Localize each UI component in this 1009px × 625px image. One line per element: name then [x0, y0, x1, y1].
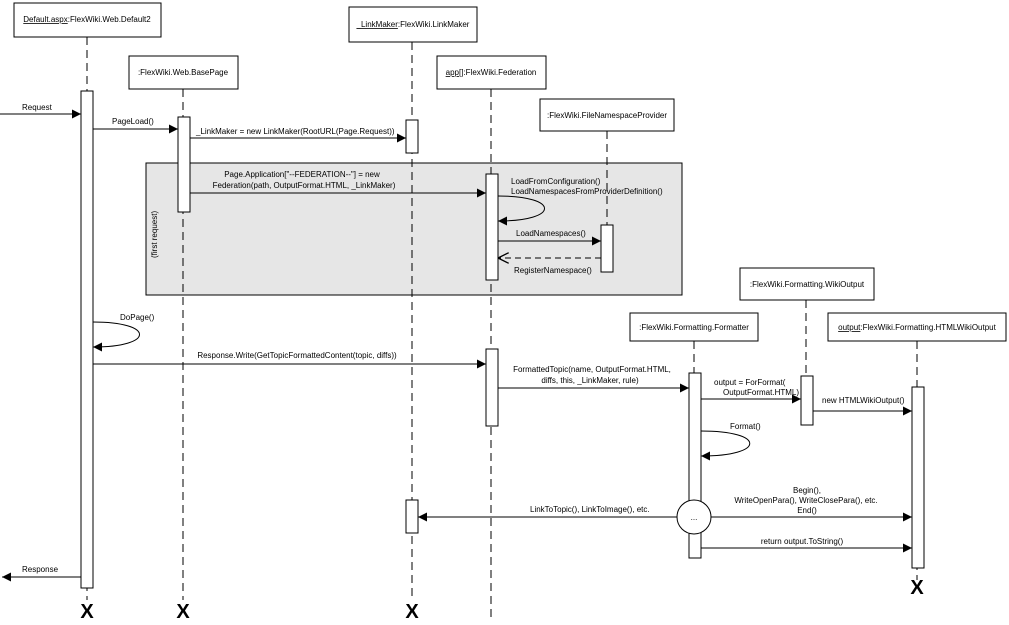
activation-htmloutput	[911, 386, 925, 569]
message-pageload: PageLoad()	[93, 117, 178, 134]
message-return-output-label: return output.ToString()	[761, 537, 844, 546]
participant-default2-type: :FlexWiki.Web.Default2	[68, 15, 152, 24]
svg-text:Default.aspx:FlexWiki.Web.Defa: Default.aspx:FlexWiki.Web.Default2	[23, 15, 151, 24]
message-link-to-topic: LinkToTopic(), LinkToImage(), etc.	[418, 505, 677, 522]
message-formatted-topic-label-1: FormattedTopic(name, OutputFormat.HTML,	[513, 365, 671, 374]
message-return-output: return output.ToString()	[701, 537, 912, 553]
participant-wikioutput: :FlexWiki.Formatting.WikiOutput	[739, 267, 875, 301]
message-response-write-label: Response.Write(GetTopicFormattedContent(…	[197, 351, 397, 360]
message-formatted-topic: FormattedTopic(name, OutputFormat.HTML, …	[498, 365, 689, 393]
message-request: Request	[0, 103, 81, 119]
message-load-configuration-label: LoadFromConfiguration()	[511, 177, 601, 186]
svg-text::FlexWiki.FileNamespaceProvide: :FlexWiki.FileNamespaceProvider	[547, 111, 667, 120]
activation-fileprovider	[600, 224, 614, 273]
message-request-label: Request	[22, 103, 53, 112]
message-load-configuration: LoadFromConfiguration() LoadNamespacesFr…	[497, 177, 663, 226]
participant-federation-type: :FlexWiki.Federation	[463, 68, 536, 77]
svg-text::FlexWiki.Formatting.WikiOutpu: :FlexWiki.Formatting.WikiOutput	[750, 280, 865, 289]
message-load-namespaces-label: LoadNamespaces()	[516, 229, 586, 238]
message-begin: Begin(), WriteOpenPara(), WriteClosePara…	[711, 486, 912, 522]
participant-fileprovider-type: :FlexWiki.FileNamespaceProvider	[547, 111, 667, 120]
participant-federation-instance: app[]	[446, 68, 464, 77]
participant-htmloutput-instance: output	[838, 323, 861, 332]
participant-federation: app[]:FlexWiki.Federation	[436, 55, 547, 90]
destroy-default2: X	[80, 601, 94, 623]
message-for-format: output = ForFormat( OutputFormat.HTML)	[701, 378, 801, 404]
activation-federation-2	[485, 348, 499, 427]
message-response: Response	[2, 565, 81, 582]
activation-federation-1	[485, 173, 499, 281]
participant-linkmaker-type: :FlexWiki.LinkMaker	[398, 20, 470, 29]
message-begin-label-1: Begin(),	[793, 486, 821, 495]
message-begin-label-3: End()	[797, 506, 817, 515]
message-dopage: DoPage()	[92, 313, 155, 352]
participant-htmloutput: output:FlexWiki.Formatting.HTMLWikiOutpu…	[827, 312, 1007, 342]
message-formatted-topic-label-2: diffs, this, _LinkMaker, rule)	[541, 376, 639, 385]
svg-text:output:FlexWiki.Formatting.HTM: output:FlexWiki.Formatting.HTMLWikiOutpu…	[838, 323, 996, 332]
svg-text::FlexWiki.Web.BasePage: :FlexWiki.Web.BasePage	[138, 68, 229, 77]
participant-wikioutput-type: :FlexWiki.Formatting.WikiOutput	[750, 280, 865, 289]
message-new-federation-label-1: Page.Application["--FEDERATION--"] = new	[224, 170, 380, 179]
participant-fileprovider: :FlexWiki.FileNamespaceProvider	[539, 98, 675, 132]
participant-linkmaker-instance: _LinkMaker	[356, 20, 399, 29]
destroy-linkmaker: X	[405, 601, 419, 623]
message-new-federation-label-2: Federation(path, OutputFormat.HTML, _Lin…	[213, 181, 396, 190]
participant-basepage: :FlexWiki.Web.BasePage	[128, 55, 239, 90]
fragment-label: (first request)	[150, 211, 159, 258]
participant-default2-instance: Default.aspx	[23, 15, 67, 24]
message-response-write: Response.Write(GetTopicFormattedContent(…	[93, 351, 486, 369]
svg-text:app[]:FlexWiki.Federation: app[]:FlexWiki.Federation	[446, 68, 537, 77]
message-begin-label-2: WriteOpenPara(), WriteClosePara(), etc.	[734, 496, 877, 505]
message-response-label: Response	[22, 565, 59, 574]
message-for-format-label-1: output = ForFormat(	[714, 378, 786, 387]
message-dopage-label: DoPage()	[120, 313, 155, 322]
message-link-to-topic-label: LinkToTopic(), LinkToImage(), etc.	[530, 505, 650, 514]
activation-linkmaker-2	[405, 499, 419, 534]
message-load-namespaces: LoadNamespaces()	[498, 229, 601, 246]
message-new-linkmaker-label: _LinkMaker = new LinkMaker(RootURL(Page.…	[195, 127, 395, 136]
participant-formatter-type: :FlexWiki.Formatting.Formatter	[639, 323, 749, 332]
message-register-namespace: RegisterNamespace()	[498, 258, 601, 275]
first-request-fragment: (first request)	[145, 162, 683, 296]
activation-wikioutput	[800, 375, 814, 426]
destroy-htmloutput: X	[910, 577, 924, 599]
message-new-linkmaker: _LinkMaker = new LinkMaker(RootURL(Page.…	[190, 127, 406, 143]
iteration-node-label: ...	[691, 513, 698, 522]
iteration-node: ...	[676, 499, 712, 535]
activation-linkmaker-1	[405, 119, 419, 154]
participant-linkmaker: _LinkMaker:FlexWiki.LinkMaker	[348, 6, 478, 43]
participant-default2: Default.aspx:FlexWiki.Web.Default2	[13, 2, 162, 38]
activation-basepage	[177, 116, 191, 213]
message-for-format-label-2: OutputFormat.HTML)	[723, 388, 799, 397]
activation-default2	[80, 90, 94, 589]
svg-text::FlexWiki.Formatting.Formatter: :FlexWiki.Formatting.Formatter	[639, 323, 749, 332]
message-pageload-label: PageLoad()	[112, 117, 154, 126]
message-register-namespace-label: RegisterNamespace()	[514, 266, 592, 275]
message-new-html-output-label: new HTMLWikiOutput()	[822, 396, 905, 405]
message-new-federation: Page.Application["--FEDERATION--"] = new…	[190, 170, 486, 198]
message-format: Format()	[700, 422, 761, 461]
message-load-ns-provider-label: LoadNamespacesFromProviderDefinition()	[511, 187, 663, 196]
svg-text:_LinkMaker:FlexWiki.LinkMaker: _LinkMaker:FlexWiki.LinkMaker	[356, 20, 470, 29]
message-format-label: Format()	[730, 422, 761, 431]
destroy-basepage: X	[176, 601, 190, 623]
participant-htmloutput-type: :FlexWiki.Formatting.HTMLWikiOutput	[860, 323, 996, 332]
participant-basepage-type: :FlexWiki.Web.BasePage	[138, 68, 229, 77]
message-new-html-output: new HTMLWikiOutput()	[813, 396, 912, 416]
participant-formatter: :FlexWiki.Formatting.Formatter	[629, 312, 759, 342]
